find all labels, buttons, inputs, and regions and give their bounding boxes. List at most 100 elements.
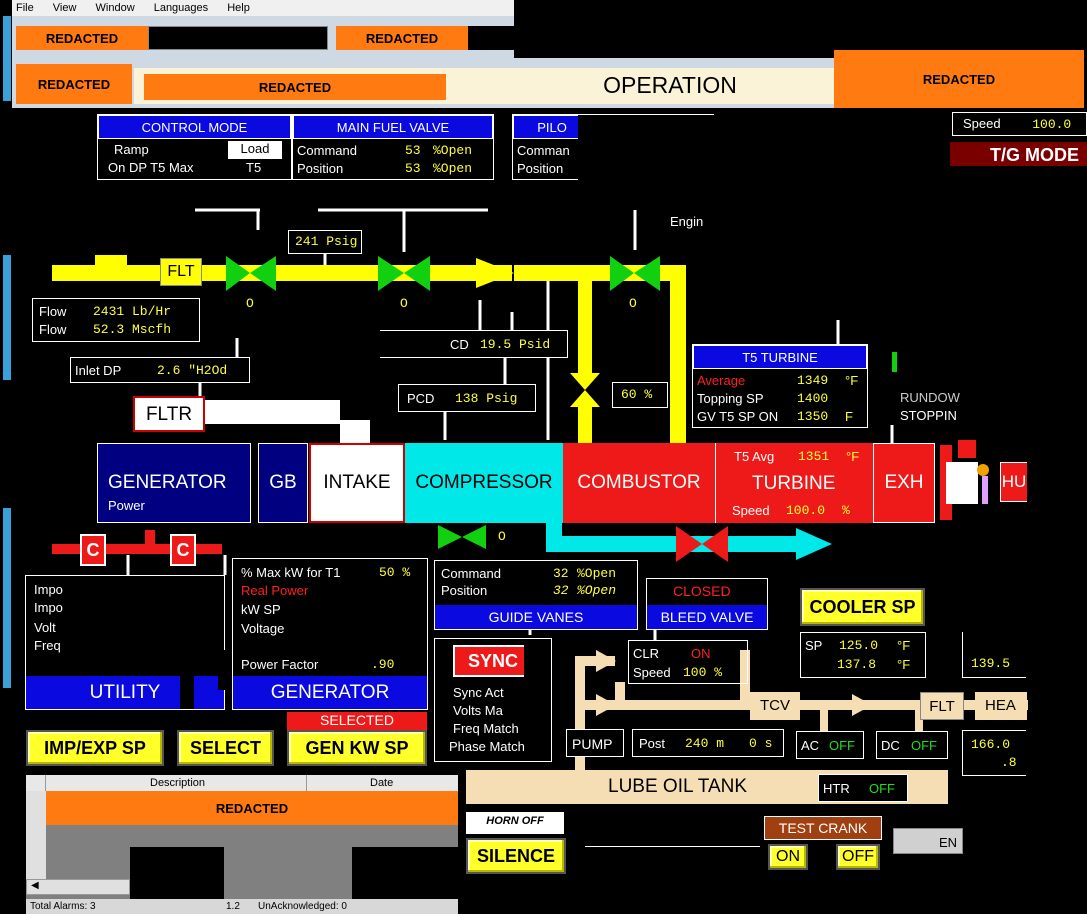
flt-filter[interactable]: FLT [160,258,202,286]
alarm-row-gutter [26,791,46,881]
menu-window[interactable]: Window [95,2,135,14]
pump-box[interactable]: PUMP [566,729,624,757]
gearbox-block[interactable]: GB [258,443,308,523]
clr-value: ON [691,646,711,661]
sync-button[interactable]: SYNC [453,645,533,677]
lube-flt[interactable]: FLT [920,692,964,720]
pcd-label: PCD [407,391,435,406]
t5-avg-value: 1349 [797,373,829,388]
guide-vanes-title[interactable]: GUIDE VANES [435,605,637,629]
crank-on-button[interactable]: ON [768,844,808,870]
alarm-scrollbar[interactable]: ◀ [26,879,130,895]
hu-block[interactable]: HU [1000,462,1027,502]
clr-label: CLR [633,646,660,661]
pilot-title: PILO [513,115,578,139]
horn-off-button[interactable]: HORN OFF [466,812,564,834]
fltr-box[interactable]: FLTR [133,396,205,432]
fuel-valve-2-state: O [400,296,408,311]
tg-mode-label[interactable]: T/G MODE [950,142,1087,166]
status-indicator-green [892,352,897,372]
turbine-t5avg-unit: °F [846,449,860,464]
eng-button[interactable]: EN [893,828,963,854]
alarm-col-description[interactable]: Description [150,777,206,789]
cooler-temp-value: 137.8 [837,657,877,672]
clr-speed-value: 100 % [683,665,723,680]
crank-off-button[interactable]: OFF [836,844,880,870]
ac-pump-status[interactable]: AC OFF [796,731,864,759]
imp-exp-sp-button[interactable]: IMP/EXP SP [26,730,164,766]
sync-panel: SYNC Sync Act Volts Ma Freq Match Phase … [434,638,552,762]
silence-button[interactable]: SILENCE [466,838,566,874]
operation-title: OPERATION [603,72,737,98]
load-button[interactable]: Load [228,141,282,159]
select-button[interactable]: SELECT [177,730,274,766]
htr-label: HTR [823,781,850,796]
dc-label: DC [881,738,900,753]
generator-sublabel: Power [108,498,145,513]
cooler-sp-button[interactable]: COOLER SP [800,588,925,626]
alarm-window: Description Date REDACTED ◀ Total Alarms… [26,775,458,914]
cooler-sp-panel: SP 125.0 °F 137.8 °F [800,632,926,678]
redacted-1-field [148,26,328,50]
pilot-divider [578,114,714,115]
generator-panel: % Max kW for T1 50 % Real Power kW SP Vo… [232,558,428,710]
max-kw-value: 50 % [379,565,411,580]
menu-file[interactable]: File [16,2,34,14]
menu-help[interactable]: Help [227,2,250,14]
mfv-position-value: 53 [405,161,421,176]
utility-row-4: Freq [34,638,61,653]
menu-languages[interactable]: Languages [153,2,209,14]
selected-indicator: SELECTED [287,712,427,730]
row2-value: T5 [246,160,262,175]
inlet-dp-value: 2.6 "H2Od [157,363,228,378]
row2-label: On DP T5 Max [108,160,194,175]
generator-block[interactable]: GENERATOR Power [97,443,251,523]
breaker-utility[interactable]: C [80,534,106,566]
gen-kw-sp-button[interactable]: GEN KW SP [287,730,427,766]
cooler-status-panel: CLR ON Speed 100 % [628,640,748,684]
right-temp-value: 139.5 [971,656,1011,671]
real-power-label: Real Power [241,583,309,598]
mfv-position-unit: %Open [433,161,473,176]
gv-t5-value: 1350 [797,409,829,424]
turbine-speed-label: Speed [732,503,770,518]
lube-oil-tank-label: LUBE OIL TANK [608,776,748,797]
compressor-block[interactable]: COMPRESSOR [405,443,563,523]
utility-row-2: Impo [34,600,63,615]
dc-value: OFF [911,738,937,753]
turbine-block[interactable]: T5 Avg 1351 °F TURBINE Speed 100.0 % [715,443,873,523]
exhaust-block[interactable]: EXH [873,443,935,523]
topping-sp-label: Topping SP [697,391,764,406]
tcv-valve[interactable]: TCV [750,692,800,720]
turbine-speed-unit: % [842,503,850,518]
lube-right-value-1: 166.0 [971,737,1011,752]
redacted-5: REDACTED [834,50,1084,108]
lube-right-value-2: .8 [1001,755,1017,770]
lube-oil-tank[interactable]: LUBE OIL TANK HTR OFF [466,770,948,804]
menu-view[interactable]: View [52,2,77,14]
heater-status[interactable]: HTR OFF [818,774,908,802]
right-status-1: RUNDOW [900,390,960,405]
lube-heater[interactable]: HEA [975,692,1027,720]
ramp-label: Ramp [114,142,149,157]
combustor-block[interactable]: COMBUSTOR [563,443,715,523]
ac-value: OFF [829,738,855,753]
alarm-col-date[interactable]: Date [370,777,394,789]
generator-title[interactable]: GENERATOR [233,676,427,709]
t5-avg-label: Average [697,373,746,388]
bleed-valve-title[interactable]: BLEED VALVE [647,605,767,629]
utility-mask [74,576,224,676]
intake-block[interactable]: INTAKE [309,443,405,523]
post-lube-readout: Post 240 m 0 s [632,729,784,757]
dc-pump-status[interactable]: DC OFF [876,731,948,759]
left-accent-1 [3,16,11,101]
redacted-2: REDACTED [336,26,468,50]
gv-t5-label: GV T5 SP ON [697,409,779,424]
gv-command-value: 32 [553,566,569,581]
utility-title[interactable]: UTILITY [26,676,224,709]
cooler-sp-label: SP [805,638,823,653]
flow2-label: Flow [39,322,67,337]
sync-item-1: Sync Act [453,685,504,700]
htr-value: OFF [869,781,895,796]
breaker-generator[interactable]: C [170,534,196,566]
